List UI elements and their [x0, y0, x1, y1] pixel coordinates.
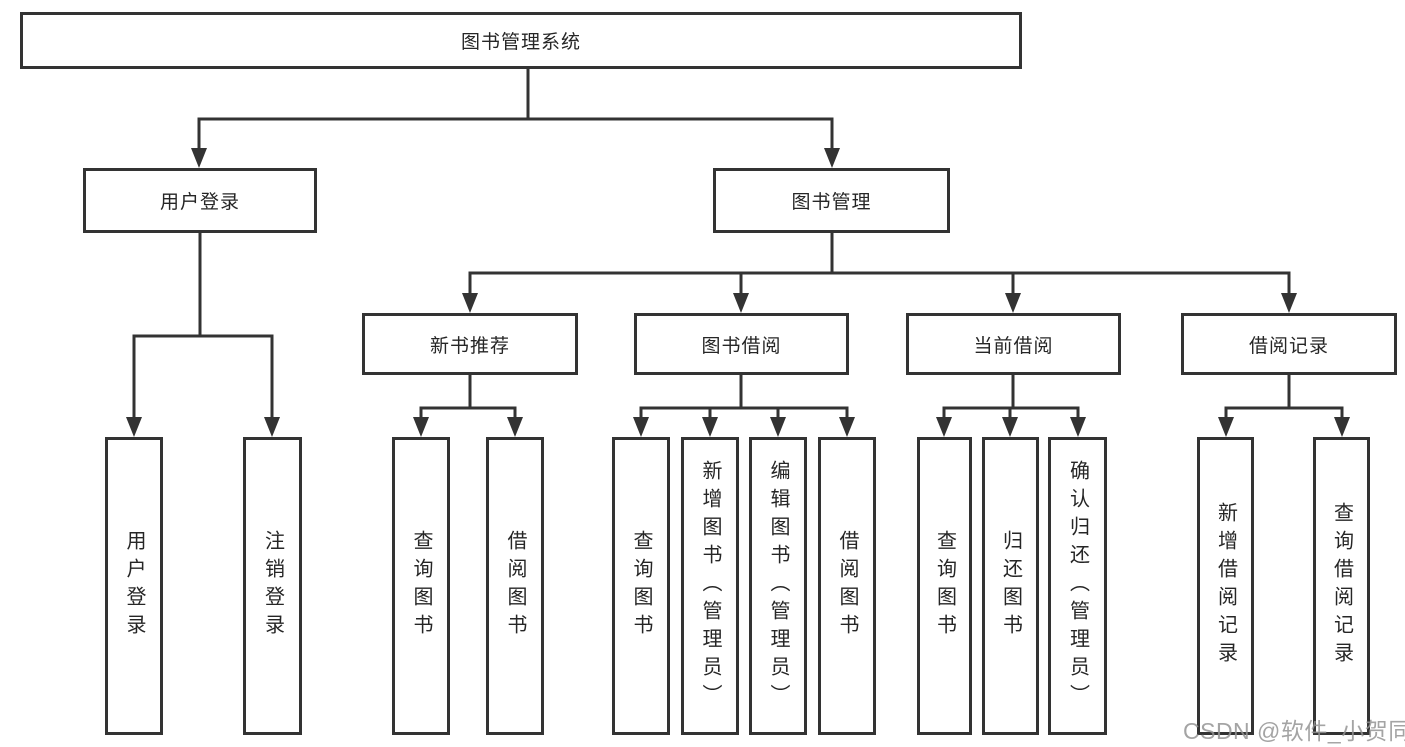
leaf-borrow-books-newbooks-label: 借阅图书 — [504, 530, 526, 642]
node-root-label: 图书管理系统 — [460, 32, 581, 53]
arrowhead-icon — [191, 148, 207, 168]
arrowhead-icon — [462, 293, 478, 313]
arrowhead-icon — [413, 417, 429, 437]
connector-borrow-records-leaves — [1218, 372, 1350, 437]
node-current-borrow: 当前借阅 — [906, 313, 1121, 375]
arrowhead-icon — [1002, 417, 1018, 437]
node-book-borrow: 图书借阅 — [634, 313, 849, 375]
leaf-query-books-newbooks: 查询图书 — [392, 437, 450, 735]
connector-book-borrow-leaves — [633, 372, 855, 437]
arrowhead-icon — [126, 417, 142, 437]
leaf-logout-label: 注销登录 — [261, 530, 284, 642]
arrowhead-icon — [633, 417, 649, 437]
arrowhead-icon — [770, 417, 786, 437]
leaf-logout: 注销登录 — [243, 437, 302, 735]
leaf-return-book: 归还图书 — [982, 437, 1039, 735]
leaf-edit-book-admin: 编辑图书（管理员） — [749, 437, 807, 735]
leaf-query-books-current-label: 查询图书 — [933, 530, 956, 642]
leaf-user-login-label: 用户登录 — [123, 530, 145, 642]
arrowhead-icon — [702, 417, 718, 437]
node-user-login-label: 用户登录 — [159, 192, 240, 213]
node-borrow-records-label: 借阅记录 — [1248, 335, 1329, 357]
leaf-query-borrow-record: 查询借阅记录 — [1313, 437, 1370, 735]
arrowhead-icon — [1005, 293, 1021, 313]
node-root: 图书管理系统 — [20, 12, 1022, 69]
leaf-query-books-newbooks-label: 查询图书 — [410, 530, 432, 642]
leaf-borrow-books-borrow: 借阅图书 — [818, 437, 876, 735]
leaf-confirm-return-admin: 确认归还（管理员） — [1048, 437, 1107, 735]
leaf-query-borrow-record-label: 查询借阅记录 — [1330, 502, 1353, 670]
node-book-mgmt-label: 图书管理 — [791, 192, 872, 213]
leaf-add-borrow-record: 新增借阅记录 — [1197, 437, 1254, 735]
leaf-query-books-borrow: 查询图书 — [612, 437, 670, 735]
arrowhead-icon — [839, 417, 855, 437]
leaf-return-book-label: 归还图书 — [999, 530, 1022, 642]
connector-user-login-branch — [126, 230, 280, 437]
arrowhead-icon — [733, 293, 749, 313]
arrowhead-icon — [1070, 417, 1086, 437]
node-book-borrow-label: 图书借阅 — [701, 335, 782, 357]
leaf-confirm-return-admin-label: 确认归还（管理员） — [1066, 460, 1089, 712]
leaf-user-login: 用户登录 — [105, 437, 163, 735]
node-book-mgmt: 图书管理 — [713, 168, 950, 233]
connector-current-borrow-leaves — [936, 372, 1086, 437]
connector-root-to-level2 — [191, 66, 840, 168]
arrowhead-icon — [1334, 417, 1350, 437]
connector-book-mgmt-to-level3 — [462, 230, 1297, 313]
node-user-login: 用户登录 — [83, 168, 317, 233]
leaf-query-books-current: 查询图书 — [917, 437, 972, 735]
arrowhead-icon — [264, 417, 280, 437]
node-new-books-label: 新书推荐 — [429, 335, 510, 357]
leaf-borrow-books-borrow-label: 借阅图书 — [836, 530, 858, 642]
leaf-borrow-books-newbooks: 借阅图书 — [486, 437, 544, 735]
leaf-add-borrow-record-label: 新增借阅记录 — [1214, 502, 1237, 670]
leaf-add-book-admin: 新增图书（管理员） — [681, 437, 739, 735]
node-borrow-records: 借阅记录 — [1181, 313, 1397, 375]
leaf-add-book-admin-label: 新增图书（管理员） — [699, 460, 721, 712]
leaf-query-books-borrow-label: 查询图书 — [630, 530, 652, 642]
arrowhead-icon — [507, 417, 523, 437]
arrowhead-icon — [936, 417, 952, 437]
connector-new-books-leaves — [413, 372, 523, 437]
arrowhead-icon — [1218, 417, 1234, 437]
arrowhead-icon — [1281, 293, 1297, 313]
node-new-books: 新书推荐 — [362, 313, 578, 375]
csdn-watermark: CSDN @软件_小贺同学 — [1183, 718, 1405, 744]
leaf-edit-book-admin-label: 编辑图书（管理员） — [767, 460, 789, 712]
arrowhead-icon — [824, 148, 840, 168]
node-current-borrow-label: 当前借阅 — [973, 335, 1054, 357]
